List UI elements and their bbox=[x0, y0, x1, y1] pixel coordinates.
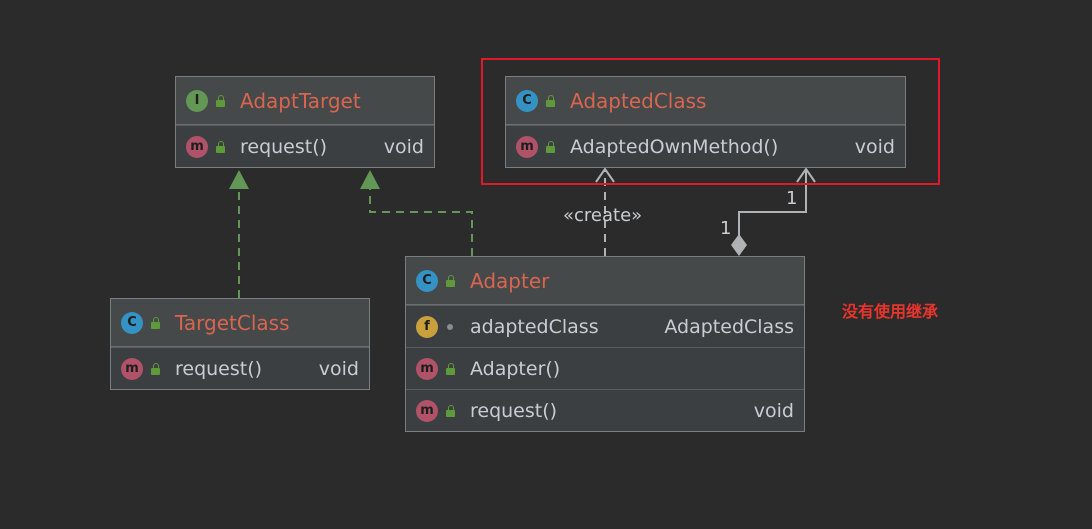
return-type: void bbox=[383, 135, 424, 158]
aggregation-diamond bbox=[731, 234, 747, 256]
class-adapt-target[interactable]: I AdaptTarget m request() void bbox=[175, 76, 435, 168]
create-label: «create» bbox=[563, 205, 643, 226]
realization-arrowhead-targetclass bbox=[229, 170, 249, 189]
class-target-class[interactable]: C TargetClass m request() void bbox=[110, 298, 370, 390]
method-name: AdaptedOwnMethod() bbox=[570, 135, 779, 158]
realization-line-adapter bbox=[369, 188, 473, 256]
method-name: request() bbox=[175, 357, 263, 380]
public-lock-icon bbox=[446, 362, 456, 375]
constructor-row[interactable]: m Adapter() bbox=[406, 347, 804, 389]
return-type: void bbox=[753, 399, 794, 422]
public-lock-icon bbox=[151, 316, 161, 329]
method-row[interactable]: m AdaptedOwnMethod() void bbox=[506, 125, 905, 167]
class-header[interactable]: I AdaptTarget bbox=[176, 77, 434, 125]
private-visibility-icon bbox=[446, 322, 456, 332]
interface-icon: I bbox=[186, 89, 208, 112]
method-row[interactable]: m request() void bbox=[176, 125, 434, 167]
annotation-note: 没有使用继承 bbox=[842, 302, 939, 321]
class-icon: C bbox=[121, 311, 143, 334]
method-icon: m bbox=[416, 357, 438, 380]
aggregation-arrowhead bbox=[796, 167, 816, 183]
highlight-box bbox=[481, 58, 940, 185]
public-lock-icon bbox=[546, 94, 556, 107]
public-lock-icon bbox=[216, 94, 226, 107]
method-icon: m bbox=[516, 135, 538, 158]
method-row[interactable]: m request() void bbox=[406, 389, 804, 431]
method-name: request() bbox=[240, 135, 328, 158]
class-adapter[interactable]: C Adapter f adaptedClass AdaptedClass m … bbox=[405, 256, 805, 432]
assoc-source-multiplicity: 1 bbox=[720, 218, 732, 239]
aggregation-line bbox=[738, 170, 807, 236]
public-lock-icon bbox=[546, 140, 556, 153]
return-type: void bbox=[318, 357, 359, 380]
method-icon: m bbox=[186, 135, 208, 158]
class-icon: C bbox=[516, 89, 538, 112]
method-icon: m bbox=[121, 357, 143, 380]
field-type: AdaptedClass bbox=[664, 315, 794, 338]
public-lock-icon bbox=[151, 362, 161, 375]
create-dependency-arrowhead bbox=[595, 167, 615, 183]
class-header[interactable]: C Adapter bbox=[406, 257, 804, 305]
return-type: void bbox=[854, 135, 895, 158]
realization-arrowhead-adapter bbox=[360, 170, 380, 189]
class-name: AdaptTarget bbox=[240, 88, 361, 113]
public-lock-icon bbox=[446, 274, 456, 287]
field-icon: f bbox=[416, 315, 438, 338]
class-name: TargetClass bbox=[175, 310, 290, 335]
assoc-target-multiplicity: 1 bbox=[786, 188, 798, 209]
method-row[interactable]: m request() void bbox=[111, 347, 369, 389]
method-icon: m bbox=[416, 399, 438, 422]
class-header[interactable]: C TargetClass bbox=[111, 299, 369, 347]
field-row[interactable]: f adaptedClass AdaptedClass bbox=[406, 305, 804, 347]
method-name: request() bbox=[470, 399, 558, 422]
class-name: AdaptedClass bbox=[570, 88, 707, 113]
public-lock-icon bbox=[216, 140, 226, 153]
field-name: adaptedClass bbox=[470, 315, 599, 338]
class-adapted-class[interactable]: C AdaptedClass m AdaptedOwnMethod() void bbox=[505, 76, 906, 168]
method-name: Adapter() bbox=[470, 357, 561, 380]
class-name: Adapter bbox=[470, 268, 550, 293]
class-header[interactable]: C AdaptedClass bbox=[506, 77, 905, 125]
class-icon: C bbox=[416, 269, 438, 292]
public-lock-icon bbox=[446, 404, 456, 417]
